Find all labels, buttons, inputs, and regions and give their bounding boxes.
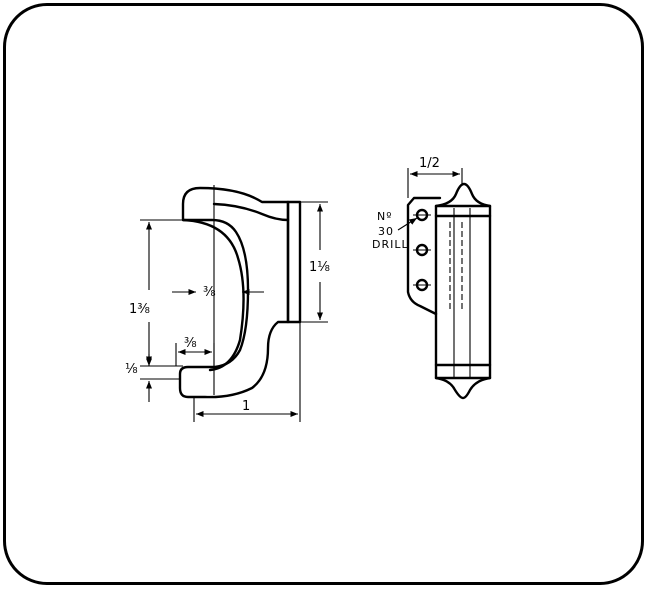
- dim-side-width: 1/2: [419, 156, 440, 171]
- dim-bar-width: ⅜: [203, 285, 216, 300]
- side-view-dimensions: 1/2 Nº 30 DRILL: [372, 156, 463, 251]
- drill-note-drill: DRILL: [372, 238, 409, 251]
- top-finial: [434, 182, 492, 208]
- drill-note-size: 30: [378, 225, 394, 238]
- dim-overall-height: 1⅜: [129, 302, 150, 317]
- mounting-plate: [286, 200, 302, 324]
- upper-fillet: [212, 202, 290, 222]
- bottom-finial: [434, 376, 492, 400]
- handle-outer-contour: [178, 186, 290, 399]
- dim-plate-height: 1⅛: [309, 260, 330, 275]
- dim-flange-thickness: ⅛: [125, 362, 138, 377]
- drill-note-number: Nº: [377, 210, 392, 223]
- front-view: [178, 185, 302, 399]
- dim-gap: ⅜: [184, 336, 197, 351]
- dim-depth: 1: [242, 399, 250, 414]
- drawing-frame: [3, 3, 644, 585]
- side-view: [406, 182, 492, 400]
- side-plate: [406, 196, 442, 316]
- front-view-dimensions: 1⅜ ⅛ ⅜ ⅜ 1⅛ 1: [125, 201, 330, 422]
- side-bar-body: [434, 204, 492, 380]
- drill-leader: [397, 217, 418, 231]
